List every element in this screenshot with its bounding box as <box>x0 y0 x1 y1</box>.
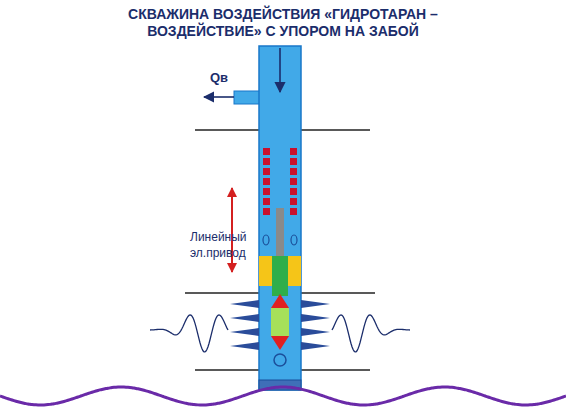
perforation-spikes <box>230 300 330 350</box>
spike <box>301 300 330 308</box>
packer <box>259 256 272 286</box>
drive-label: Линейный эл.привод <box>190 229 252 261</box>
port <box>291 235 297 245</box>
magnet-square <box>263 158 270 165</box>
diagram-title: СКВАЖИНА ВОЗДЕЙСТВИЯ «ГИДРОТАРАН – ВОЗДЕ… <box>93 6 473 40</box>
magnet-square <box>263 168 270 175</box>
magnet-square <box>290 208 297 215</box>
packer <box>288 256 301 286</box>
magnet-square <box>263 178 270 185</box>
spike <box>230 314 259 322</box>
magnet-squares <box>263 148 297 215</box>
magnet-square <box>263 198 270 205</box>
seismic-wave <box>150 315 228 352</box>
ram-body <box>271 308 289 336</box>
magnet-square <box>290 158 297 165</box>
magnet-square <box>290 198 297 205</box>
inflow-arrow <box>279 48 281 92</box>
spike <box>230 328 259 336</box>
spike <box>301 328 330 336</box>
port <box>263 235 269 245</box>
spike <box>301 342 330 350</box>
bottom-wave <box>0 387 566 405</box>
outlet-pipe <box>234 91 260 104</box>
port-circle <box>274 354 286 366</box>
outflow-arrow <box>204 96 234 98</box>
spike <box>301 314 330 322</box>
magnet-square <box>290 168 297 175</box>
valve-down <box>271 336 289 350</box>
magnet-square <box>290 178 297 185</box>
spike <box>230 342 259 350</box>
rod <box>276 208 284 258</box>
well-tube <box>259 46 301 390</box>
green-shaft <box>272 256 288 296</box>
valve-up <box>271 294 289 308</box>
magnet-square <box>263 208 270 215</box>
magnet-square <box>263 148 270 155</box>
spike <box>230 300 259 308</box>
magnet-square <box>290 188 297 195</box>
seismic-wave <box>332 315 410 352</box>
flow-label: Qв <box>210 70 228 85</box>
magnet-square <box>290 148 297 155</box>
magnet-square <box>263 188 270 195</box>
